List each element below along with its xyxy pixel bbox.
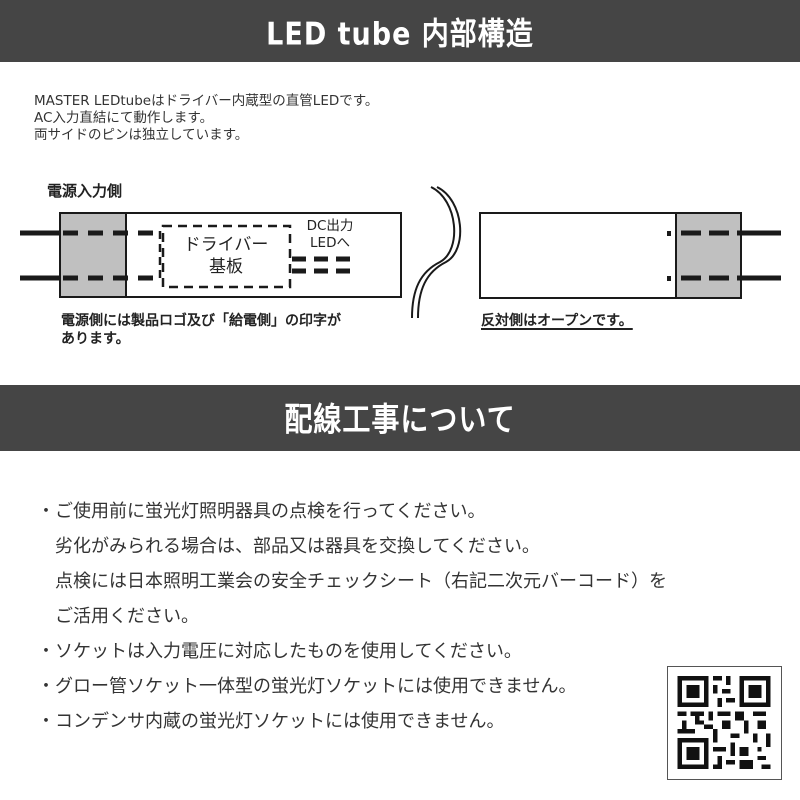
bullet: ・ <box>37 711 55 732</box>
section-title: LED tube 内部構造 <box>266 16 534 53</box>
note-item: ・グロー管ソケット一体型の蛍光灯ソケットには使用できません。 <box>37 672 667 707</box>
caption-line: 電源側には製品ロゴ及び「給電側」の印字が <box>61 313 341 329</box>
note-item: ・ソケットは入力電圧に対応したものを使用してください。 <box>37 637 667 672</box>
driver-board-label: ドライバー 基板 <box>162 234 290 278</box>
dc-output-label: DC出力 LEDへ <box>300 218 360 252</box>
wiring-notes: ・ご使用前に蛍光灯照明器具の点検を行ってください。 劣化がみられる場合は、部品又… <box>37 497 667 742</box>
bullet: ・ <box>37 641 55 662</box>
bullet: ・ <box>37 676 55 697</box>
note-text: 点検には日本照明工業会の安全チェックシート（右記二次元バーコード）を <box>55 571 667 592</box>
caption-line: あります。 <box>61 331 130 347</box>
note-text: ソケットは入力電圧に対応したものを使用してください。 <box>55 641 522 662</box>
dc-label-line: DC出力 <box>306 218 354 234</box>
qr-code-icon <box>668 667 780 778</box>
driver-label-line: ドライバー <box>183 235 269 255</box>
led-tube-diagram <box>20 186 781 319</box>
note-text: ご使用前に蛍光灯照明器具の点検を行ってください。 <box>55 501 486 522</box>
driver-label-line: 基板 <box>209 257 243 277</box>
open-side-caption: 反対側はオープンです。 <box>481 313 633 329</box>
power-input-side-label: 電源入力側 <box>47 182 123 200</box>
open-side-cap <box>675 212 742 299</box>
note-text: グロー管ソケット一体型の蛍光灯ソケットには使用できません。 <box>55 676 577 697</box>
note-text: コンデンサ内蔵の蛍光灯ソケットには使用できません。 <box>55 711 505 732</box>
qr-code[interactable] <box>667 666 782 780</box>
driver-board-box <box>161 224 292 289</box>
note-item: ・コンデンサ内蔵の蛍光灯ソケットには使用できません。 <box>37 707 667 742</box>
note-continuation: ご活用ください。 <box>37 602 667 637</box>
note-item: ・ご使用前に蛍光灯照明器具の点検を行ってください。 <box>37 497 667 532</box>
note-continuation: 劣化がみられる場合は、部品又は器具を交換してください。 <box>37 532 667 567</box>
dc-label-line: LEDへ <box>310 235 350 251</box>
left-tube-end <box>20 212 402 298</box>
tube-break-symbol <box>411 186 462 319</box>
right-tube-end <box>479 212 781 299</box>
section-title: 配線工事について <box>284 400 516 439</box>
intro-line: 両サイドのピンは独立しています。 <box>34 127 249 143</box>
power-side-cap <box>59 212 127 298</box>
intro-line: AC入力直結にて動作します。 <box>34 110 214 126</box>
note-continuation: 点検には日本照明工業会の安全チェックシート（右記二次元バーコード）を <box>37 567 667 602</box>
power-side-caption: 電源側には製品ロゴ及び「給電側」の印字が あります。 <box>61 312 341 348</box>
intro-line: MASTER LEDtubeはドライバー内蔵型の直管LEDです。 <box>34 93 379 109</box>
bullet: ・ <box>37 501 55 522</box>
section-header-led-tube-structure: LED tube 内部構造 <box>0 0 800 62</box>
intro-paragraph: MASTER LEDtubeはドライバー内蔵型の直管LEDです。 AC入力直結に… <box>34 93 378 144</box>
section-header-wiring: 配線工事について <box>0 385 800 451</box>
note-text: ご活用ください。 <box>55 606 199 627</box>
note-text: 劣化がみられる場合は、部品又は器具を交換してください。 <box>55 536 540 557</box>
